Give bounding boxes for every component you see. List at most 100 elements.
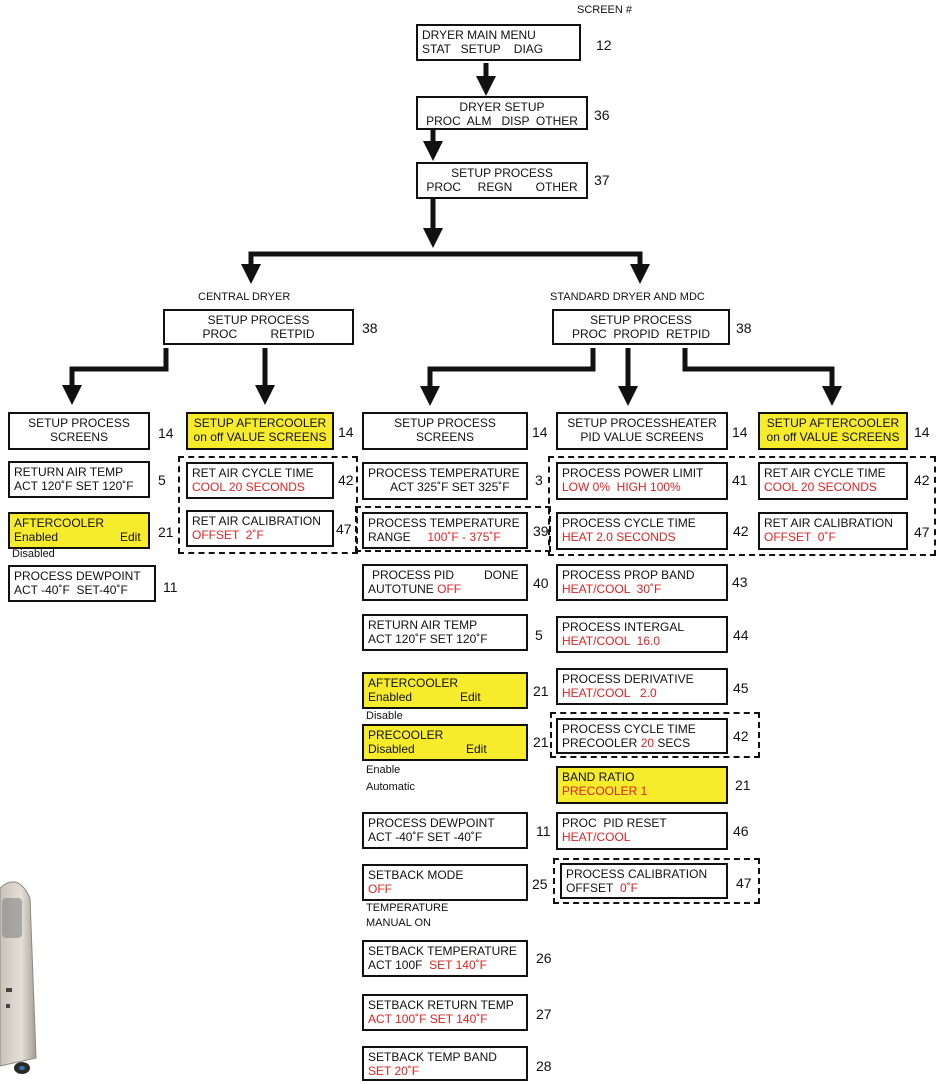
edit-label[interactable]: Edit bbox=[120, 530, 141, 544]
box-line1: RETURN AIR TEMP bbox=[368, 618, 478, 632]
box-title: DRYER MAIN MENU bbox=[422, 28, 536, 42]
screen-number: 41 bbox=[732, 472, 748, 488]
range-label: RANGE bbox=[368, 530, 411, 544]
standard-process-temperature-range[interactable]: PROCESS TEMPERATURE RANGE 100˚F - 375˚F bbox=[362, 512, 528, 549]
standard-return-air-temp[interactable]: RETURN AIR TEMP ACT 120˚F SET 120˚F bbox=[362, 614, 528, 651]
option-manual-on[interactable]: MANUAL ON bbox=[366, 917, 431, 929]
box-line2: ACT 325˚F SET 325˚F bbox=[390, 480, 510, 494]
screen-number: 47 bbox=[736, 875, 752, 891]
box-line2: PID VALUE SCREENS bbox=[580, 430, 704, 444]
standard-setback-mode[interactable]: SETBACK MODE OFF bbox=[362, 864, 528, 901]
box-line1: PROCESS INTERGAL bbox=[562, 620, 685, 634]
box-line1: RET AIR CALIBRATION bbox=[764, 516, 893, 530]
central-return-air-temp[interactable]: RETURN AIR TEMP ACT 120˚F SET 120˚F bbox=[8, 461, 150, 498]
screen-number: 47 bbox=[336, 521, 352, 537]
process-cycle-time-precooler[interactable]: PROCESS CYCLE TIME PRECOOLER 20 SECS bbox=[556, 718, 728, 754]
screen-number: 21 bbox=[735, 777, 751, 793]
done-label[interactable]: DONE bbox=[484, 568, 519, 582]
box-sub: PROC ALM DISP OTHER bbox=[426, 114, 578, 128]
screen-number: 14 bbox=[732, 424, 748, 440]
standard-setback-temp-band[interactable]: SETBACK TEMP BAND SET 20˚F bbox=[362, 1046, 528, 1081]
box-line1: SETUP PROCESS bbox=[28, 416, 130, 430]
screen-number-header: SCREEN # bbox=[577, 4, 633, 16]
box-line1: BAND RATIO bbox=[562, 770, 635, 784]
box-line2: ACT 120˚F SET 120˚F bbox=[368, 632, 488, 646]
process-power-limit[interactable]: PROCESS POWER LIMIT LOW 0% HIGH 100% bbox=[556, 462, 728, 500]
arrow-standard-retpid bbox=[682, 348, 842, 406]
standard-ret-air-calibration[interactable]: RET AIR CALIBRATION OFFSET 0˚F bbox=[758, 512, 908, 550]
central-setup-aftercooler[interactable]: SETUP AFTERCOOLER on off VALUE SCREENS bbox=[186, 412, 334, 450]
band-ratio[interactable]: BAND RATIO PRECOOLER 1 bbox=[556, 766, 728, 804]
edit-label[interactable]: Edit bbox=[460, 690, 481, 704]
central-setup-process-box[interactable]: SETUP PROCESS PROC RETPID bbox=[163, 309, 354, 345]
screen-number: 37 bbox=[594, 172, 610, 188]
box-line2: HEAT/COOL 16.0 bbox=[562, 634, 661, 648]
dryer-setup-box[interactable]: DRYER SETUP PROC ALM DISP OTHER bbox=[416, 96, 588, 130]
box-line2: COOL 20 SECONDS bbox=[764, 480, 877, 494]
process-temp-range-dashed-group bbox=[355, 506, 551, 552]
autotune-value: OFF bbox=[437, 582, 462, 596]
central-ret-air-calibration[interactable]: RET AIR CALIBRATION OFFSET 2˚F bbox=[186, 510, 334, 547]
edit-label[interactable]: Edit bbox=[466, 742, 487, 756]
process-cycle-time-heat[interactable]: PROCESS CYCLE TIME HEAT 2.0 SECONDS bbox=[556, 512, 728, 550]
setup-process-box[interactable]: SETUP PROCESS PROC REGN OTHER bbox=[416, 162, 588, 199]
screen-number: 43 bbox=[732, 574, 748, 590]
box-line1: RET AIR CYCLE TIME bbox=[764, 466, 886, 480]
option-temperature[interactable]: TEMPERATURE bbox=[366, 902, 449, 914]
process-derivative[interactable]: PROCESS DERIVATIVE HEAT/COOL 2.0 bbox=[556, 668, 728, 705]
central-process-dewpoint[interactable]: PROCESS DEWPOINT ACT -40˚F SET-40˚F bbox=[8, 565, 156, 602]
option-automatic[interactable]: Automatic bbox=[366, 781, 415, 793]
screen-number: 40 bbox=[533, 575, 549, 591]
standard-setup-process-screens[interactable]: SETUP PROCESS SCREENS bbox=[362, 412, 528, 450]
box-line1: PROCESS CYCLE TIME bbox=[562, 722, 696, 736]
central-retpid-dashed-group bbox=[178, 456, 358, 554]
pid-label: PROCESS PID bbox=[372, 568, 455, 582]
proc-pid-reset[interactable]: PROC PID RESET HEAT/COOL bbox=[556, 812, 728, 850]
box-line1: PROCESS DEWPOINT bbox=[368, 816, 495, 830]
screen-number: 42 bbox=[733, 523, 749, 539]
screen-number: 5 bbox=[535, 627, 543, 643]
box-sub: PROC RETPID bbox=[202, 327, 315, 341]
box-line2: on off VALUE SCREENS bbox=[766, 430, 900, 444]
box-line1: PROCESS DEWPOINT bbox=[14, 569, 141, 583]
box-line1: PROCESS CALIBRATION bbox=[566, 867, 708, 881]
standard-propid-retpid-dashed-group bbox=[548, 456, 936, 556]
standard-process-temperature[interactable]: PROCESS TEMPERATURE ACT 325˚F SET 325˚F bbox=[362, 462, 528, 500]
box-line1: PROCESS TEMPERATURE bbox=[368, 466, 520, 480]
screen-number: 38 bbox=[362, 320, 378, 336]
central-ret-air-cycle-time[interactable]: RET AIR CYCLE TIME COOL 20 SECONDS bbox=[186, 462, 334, 499]
box-line2: OFFSET 2˚F bbox=[192, 528, 264, 542]
box-line1: PROCESS PROP BAND bbox=[562, 568, 695, 582]
option-disabled[interactable]: Disabled bbox=[12, 548, 55, 560]
value-enabled: Enabled bbox=[14, 530, 59, 544]
offset-label: OFFSET bbox=[566, 881, 614, 895]
box-line1: RET AIR CALIBRATION bbox=[192, 514, 321, 528]
standard-ret-air-cycle-time[interactable]: RET AIR CYCLE TIME COOL 20 SECONDS bbox=[758, 462, 908, 500]
box-line2: HEAT/COOL 2.0 bbox=[562, 686, 657, 700]
process-intergal[interactable]: PROCESS INTERGAL HEAT/COOL 16.0 bbox=[556, 616, 728, 653]
central-dryer-heading: CENTRAL DRYER bbox=[198, 291, 291, 303]
screen-number: 28 bbox=[536, 1058, 552, 1074]
box-line1: SETBACK MODE bbox=[368, 868, 464, 882]
standard-process-dewpoint[interactable]: PROCESS DEWPOINT ACT -40˚F SET -40˚F bbox=[362, 812, 528, 849]
screen-number: 42 bbox=[338, 472, 354, 488]
process-calibration[interactable]: PROCESS CALIBRATION OFFSET 0˚F bbox=[560, 863, 728, 899]
box-line2: OFFSET 0˚F bbox=[764, 530, 836, 544]
standard-setback-temperature[interactable]: SETBACK TEMPERATURE ACT 100F SET 140˚F bbox=[362, 940, 528, 977]
central-setup-process-screens[interactable]: SETUP PROCESS SCREENS bbox=[8, 412, 150, 450]
box-line2: SET 20˚F bbox=[368, 1064, 420, 1078]
box-line1: SETUP PROCESSHEATER bbox=[567, 416, 717, 430]
dryer-main-menu-box[interactable]: DRYER MAIN MENU STAT SETUP DIAG bbox=[416, 24, 581, 61]
standard-setback-return-temp[interactable]: SETBACK RETURN TEMP ACT 100˚F SET 140˚F bbox=[362, 994, 528, 1031]
standard-setup-aftercooler[interactable]: SETUP AFTERCOOLER on off VALUE SCREENS bbox=[758, 412, 908, 450]
process-prop-band[interactable]: PROCESS PROP BAND HEAT/COOL 30˚F bbox=[556, 564, 728, 601]
option-enable[interactable]: Enable bbox=[366, 764, 401, 776]
standard-setup-process-box[interactable]: SETUP PROCESS PROC PROPID RETPID bbox=[552, 309, 730, 345]
screen-number: 11 bbox=[536, 823, 551, 839]
option-disable[interactable]: Disable bbox=[366, 710, 403, 722]
standard-setup-processheater[interactable]: SETUP PROCESSHEATER PID VALUE SCREENS bbox=[556, 412, 728, 450]
